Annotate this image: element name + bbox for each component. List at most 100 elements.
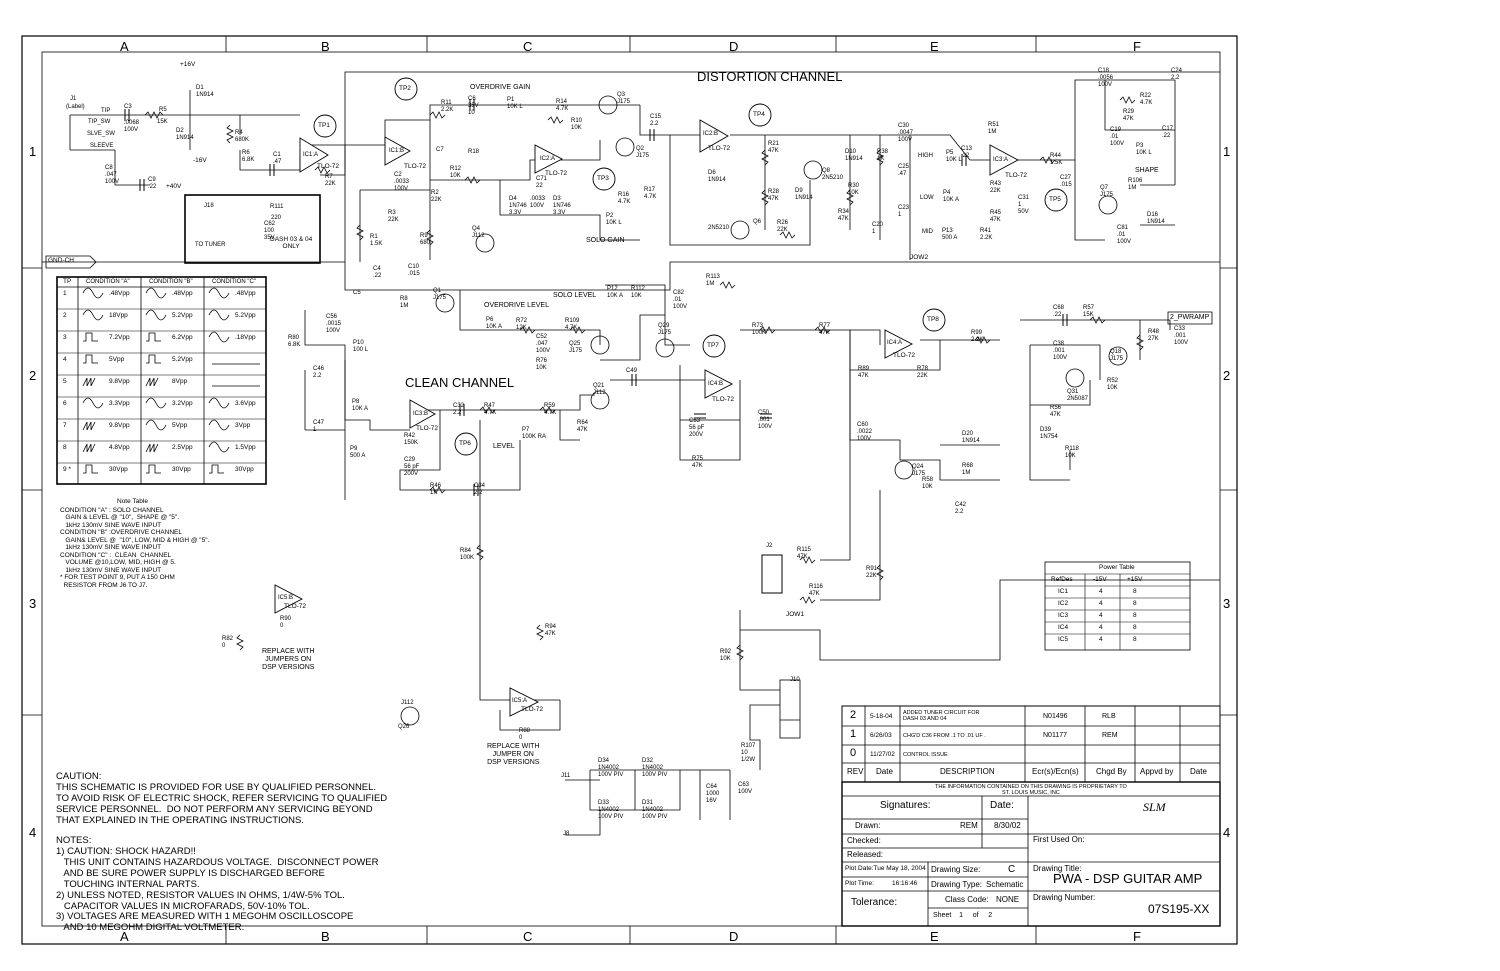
component-label-r72: R72 12K	[516, 318, 528, 331]
ic2b-part: TLO-72	[708, 145, 731, 152]
component-label-r18: R18	[468, 149, 480, 155]
notes-text: NOTES: 1) CAUTION: SHOCK HAZARD!! THIS U…	[56, 835, 379, 934]
component-label-r1: R1 1.5K	[370, 234, 383, 247]
pwramp-label: 2_PWRAMP	[1170, 314, 1210, 321]
component-label-r9: R9 680	[420, 233, 431, 246]
power-table-cell: 4	[1099, 612, 1103, 619]
class-code: NONE	[996, 895, 1020, 904]
component-label-c19: C19 .01 100V	[1110, 127, 1125, 147]
component-label-q31: Q31 2N5087	[1067, 389, 1089, 402]
component-label-q18: Q18 J175	[1110, 349, 1124, 362]
component-label-c62: C62 100 35V	[264, 221, 276, 241]
row-label-1-right: 1	[1223, 144, 1231, 159]
component-label-r106: R106 1M	[1128, 178, 1143, 191]
component-label-r2: R2 22K	[431, 190, 442, 203]
component-label-r80: R80 6.8K	[288, 335, 301, 348]
component-label-c32: C32 2.2	[453, 403, 465, 416]
component-label-c49: C49	[626, 368, 638, 374]
pwramp-tag	[1167, 311, 1213, 325]
ic4a-part: TLO-72	[893, 352, 916, 359]
ic2a-part: TLO-72	[545, 170, 568, 177]
tp-table-cell: 7.2Vpp	[109, 334, 130, 341]
component-label-d1: D1 1N914	[196, 85, 214, 98]
tp-table-cell: 30Vpp	[235, 466, 254, 473]
component-label-r29: R29 47K	[1123, 109, 1135, 122]
component-label-c64: C64 1000 16V	[706, 784, 720, 804]
tp-table-cell: 3Vpp	[235, 422, 251, 429]
component-label-r91: R91 22K	[866, 566, 878, 579]
first-used-label: First Used On:	[1033, 835, 1085, 844]
tp1-label: TP1	[318, 122, 330, 129]
component-label-mid: MID	[922, 229, 933, 235]
component-label-d20: D20 1N914	[962, 431, 980, 444]
component-label-r109: R109 4.7K	[565, 318, 580, 331]
component-label-r14: R14 4.7K	[556, 99, 569, 112]
ic2a-label: IC2:A	[540, 156, 556, 162]
tp-table-cell: 3.2Vpp	[172, 400, 193, 407]
slm-logo: SLM	[1143, 800, 1166, 814]
component-label-q24: Q24 J175	[912, 464, 926, 477]
component-label-c31: C31 1 50V	[1018, 195, 1030, 215]
power-table-cell: 4	[1099, 600, 1103, 607]
component-label-c1: C1 .47	[273, 152, 282, 165]
component-label-c34: C34 2.2	[474, 483, 486, 496]
tp-table-cell: 2	[63, 312, 67, 319]
component-label-c5: C5	[353, 290, 361, 296]
component-label-r4: R4 680K	[235, 130, 250, 143]
tp4-label: TP4	[753, 111, 765, 118]
component-label-c46: C46 2.2	[313, 366, 325, 379]
component-label-r64: R64 47K	[577, 420, 589, 433]
power-table-cell: 8	[1133, 612, 1137, 619]
transistor-symbols	[400, 95, 1128, 726]
tp-table-cell: 18Vpp	[109, 312, 128, 319]
drawing-size: C	[1008, 864, 1016, 875]
tp-table-grid	[56, 276, 267, 485]
ic1a-label: IC1:A	[303, 152, 319, 158]
power-table-cell: 4	[1099, 636, 1103, 643]
drawn-label: Drawn:	[855, 821, 881, 830]
row-label-1: 1	[29, 144, 37, 159]
component-label-p13: P13 500 A	[942, 228, 958, 241]
component-label-c38: C38 .001 100V	[1053, 341, 1068, 361]
ic3b-part: TLO-72	[416, 425, 439, 432]
component-label-c68: C68 .22	[1053, 305, 1065, 318]
row-label-3: 3	[29, 596, 37, 611]
capacitor-symbols	[124, 99, 1068, 496]
component-label-sleeve: SLEEVE	[90, 143, 114, 149]
revision-ecr: N01496	[1043, 713, 1068, 720]
j2-connector	[761, 554, 783, 594]
row-label-4: 4	[29, 825, 37, 840]
component-label-p12: P12 10K A	[607, 286, 624, 299]
tp-table-header-tp: TP	[63, 278, 72, 285]
tp-table-cell: 2.5Vpp	[172, 444, 193, 451]
tp-table-cell: 5Vpp	[172, 422, 188, 429]
component-label-r7: R7 22K	[325, 174, 336, 187]
ic5a-part: TLO-72	[521, 706, 544, 713]
signatures-label: Signatures:	[880, 800, 931, 811]
power-table-cell: 8	[1133, 636, 1137, 643]
component-label-p9: P9 500 A	[350, 446, 366, 459]
component-label-q8: Q8 2N5210	[822, 168, 844, 181]
component-label-r107: R107 10 1/2W	[741, 743, 756, 763]
drawing-type-label: Drawing Type:	[931, 880, 982, 889]
power-table-cell: 4	[1099, 624, 1103, 631]
component-label-r44: R44 1.5K	[1050, 153, 1063, 166]
tp-table-cell: .48Vpp	[235, 290, 256, 297]
rev-header-date: Date	[876, 767, 893, 776]
tp3-label: TP3	[597, 175, 609, 182]
component-label-j18: J18	[204, 203, 214, 209]
component-label-r26: R26 22K	[777, 220, 789, 233]
drawn-by: REM	[960, 821, 978, 830]
drawing-number: 07S195-XX	[1148, 902, 1210, 916]
component-label-d33: D33 1N4002 100V PIV	[598, 800, 624, 820]
component-label-r8: R8 1M	[400, 296, 409, 309]
power-table-cell: IC2	[1058, 600, 1069, 607]
tp-table-cell: 4.8Vpp	[109, 444, 130, 451]
component-label-p7: P7 100K RA	[522, 427, 547, 440]
component-label-r3: R3 22K	[388, 210, 399, 223]
component-label-p1: P1 10K L	[507, 97, 523, 110]
component-label-c25: C25 .47	[898, 164, 910, 177]
ic4b-label: IC4:B	[708, 381, 724, 387]
component-label-r56: R56 47K	[1050, 405, 1062, 418]
component-label-high: HIGH	[918, 153, 933, 159]
